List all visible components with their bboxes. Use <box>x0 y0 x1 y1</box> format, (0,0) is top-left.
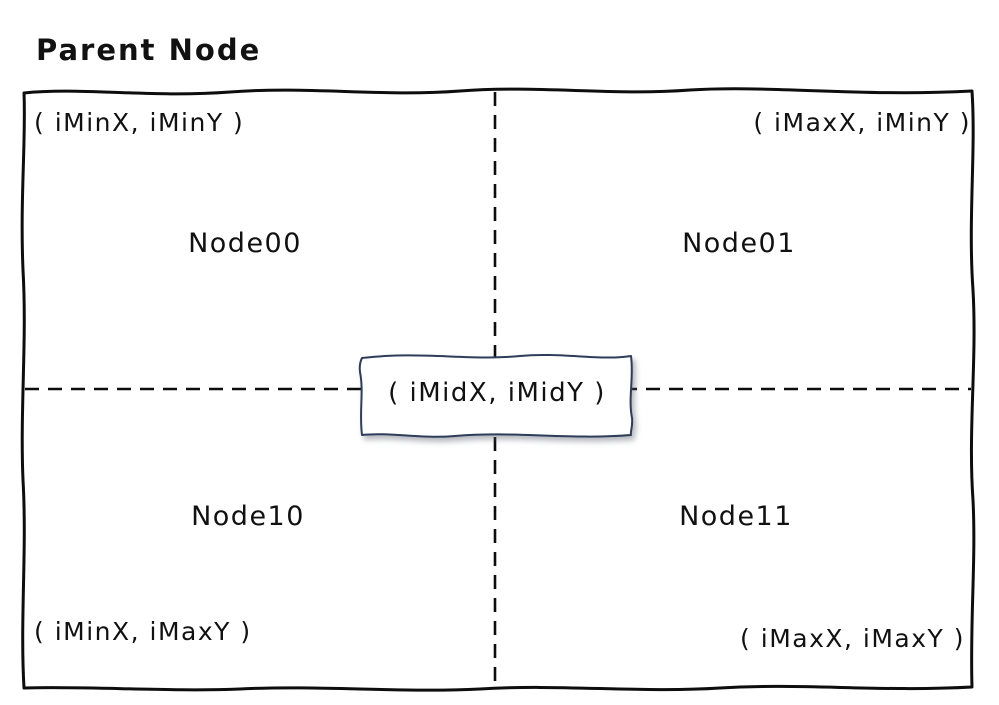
midpoint-coordinate-label: ( iMidX, iMidY ) <box>388 378 606 408</box>
corner-label-max-x-max-y: ( iMaxX, iMaxY ) <box>740 624 965 653</box>
midpoint-callout-border <box>358 353 634 438</box>
quadrant-label-node11: Node11 <box>679 501 793 532</box>
quadrant-label-node00: Node00 <box>188 228 302 259</box>
quadrant-label-node10: Node10 <box>191 501 305 532</box>
parent-node-title: Parent Node <box>36 33 262 67</box>
corner-label-min-x-min-y: ( iMinX, iMinY ) <box>34 108 245 137</box>
corner-label-max-x-min-y: ( iMaxX, iMinY ) <box>753 108 971 137</box>
quadrant-label-node01: Node01 <box>682 228 796 259</box>
corner-label-min-x-max-y: ( iMinX, iMaxY ) <box>34 617 252 646</box>
midpoint-callout-box <box>358 353 634 438</box>
parent-node-border <box>20 87 976 692</box>
